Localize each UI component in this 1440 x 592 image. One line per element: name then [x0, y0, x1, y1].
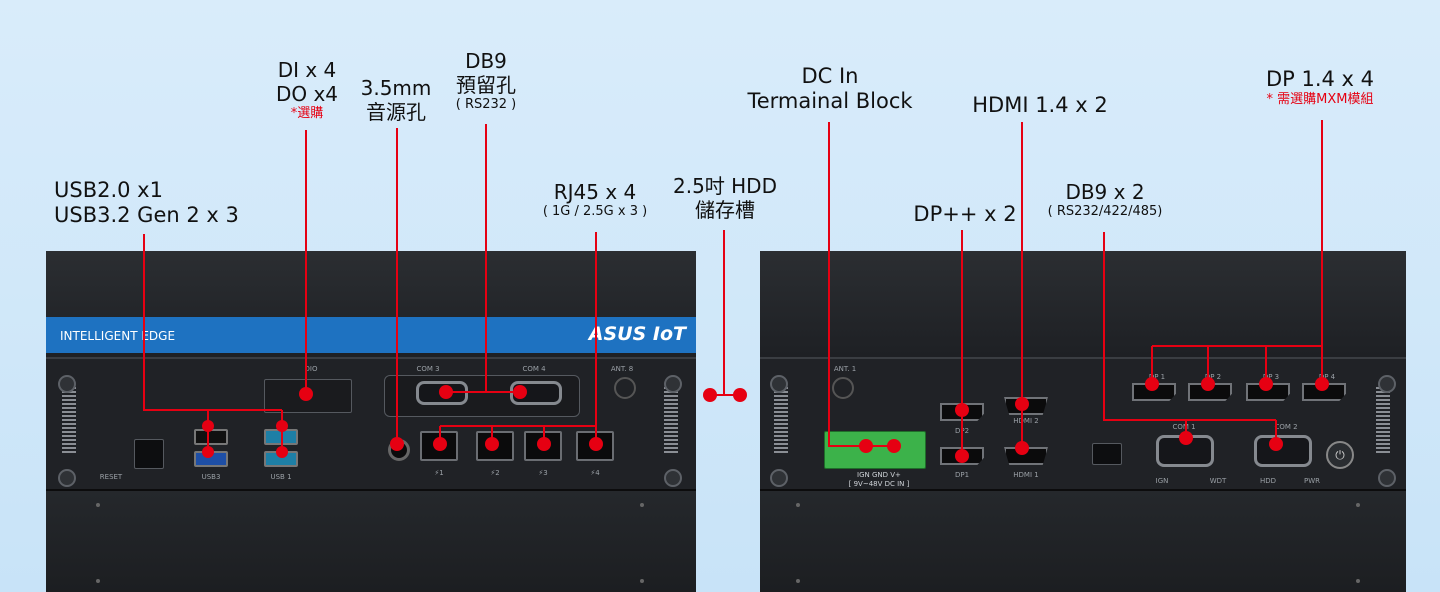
asus-iot-logo: ASUS IoT [588, 323, 686, 345]
terminal-label: IGN GND V+ [857, 471, 901, 479]
db9x2-note: ( RS232/422/485) [1047, 204, 1163, 219]
left-front-panel: DIO COM 3 COM 4 ANT. 8 RESET USB3 USB 1 … [46, 357, 696, 491]
antenna-port[interactable] [614, 377, 636, 399]
rj45-label-line1: RJ45 x 4 [553, 180, 637, 204]
dc-terminal-block[interactable] [824, 431, 926, 469]
lan1-text: ⚡1 [434, 469, 444, 477]
com4-text: COM 4 [522, 365, 546, 373]
db9x2-label: DB9 x 2 ( RS232/422/485) [1030, 180, 1180, 220]
screw [58, 375, 76, 393]
hdmi-label: HDMI 1.4 x 2 [972, 93, 1108, 117]
mxm-dp1-text: DP 1 [1148, 373, 1166, 381]
dp-mxm-label-line1: DP 1.4 x 4 [1265, 67, 1375, 91]
usb3-text: USB3 [201, 473, 221, 481]
dot [796, 579, 800, 583]
screw [58, 469, 76, 487]
lan3-text: ⚡3 [538, 469, 548, 477]
pwr-text: PWR [1303, 477, 1320, 485]
com1-text: COM 1 [1172, 423, 1196, 431]
dp-mxm-note: * 需選購MXM模組 [1266, 92, 1374, 108]
dio-text: DIO [304, 365, 318, 373]
rj45-note: ( 1G / 2.5G x 3 ) [542, 204, 648, 219]
hdd-label-line2: 儲存槽 [695, 198, 755, 222]
com2-text: COM 2 [1274, 423, 1298, 431]
screw [664, 375, 682, 393]
screw [1378, 375, 1396, 393]
hdd-label: 2.5吋 HDD 儲存槽 [660, 174, 790, 222]
left-vent-b [664, 387, 678, 453]
dot [640, 503, 644, 507]
usb-label-line2: USB3.2 Gen 2 x 3 [54, 203, 239, 228]
lan2-text: ⚡2 [490, 469, 500, 477]
reset-button[interactable] [134, 439, 164, 469]
ign-text: IGN [1155, 477, 1169, 485]
screw [770, 469, 788, 487]
dio-note: *選購 [290, 106, 324, 121]
ant8-text: ANT. 8 [610, 365, 634, 373]
right-vent-b [1376, 387, 1390, 453]
dp-mxm-label: DP 1.4 x 4 * 需選購MXM模組 [1250, 67, 1390, 108]
audio-label-line1: 3.5mm [360, 76, 432, 100]
rj45-label: RJ45 x 4 ( 1G / 2.5G x 3 ) [530, 180, 660, 220]
power-button[interactable]: ⏻ [1326, 441, 1354, 469]
left-base [46, 491, 696, 592]
audio-label-line2: 音源孔 [366, 100, 426, 124]
dio-label-line1: DI x 4 [277, 58, 337, 82]
com3-text: COM 3 [416, 365, 440, 373]
dcin-label-line1: DC In [801, 64, 859, 88]
dot [96, 503, 100, 507]
screw [770, 375, 788, 393]
terminal-range: [ 9V~48V DC IN ] [848, 480, 910, 488]
com4-port[interactable] [510, 381, 562, 405]
right-device-top [760, 251, 1406, 359]
band-text: INTELLIGENT EDGE [60, 329, 176, 343]
hdd-label-line1: 2.5吋 HDD [672, 174, 777, 198]
usb-label: USB2.0 x1 USB3.2 Gen 2 x 3 [54, 178, 239, 228]
hdmi1-text: HDMI 1 [1013, 471, 1039, 479]
dot [96, 579, 100, 583]
db9-label-line1: DB9 [465, 49, 507, 73]
audio-label: 3.5mm 音源孔 [356, 76, 436, 124]
left-band: INTELLIGENT EDGE ASUS IoT [46, 317, 696, 353]
wdt-text: WDT [1209, 477, 1227, 485]
db9-label-line2: 預留孔 [456, 73, 516, 97]
mxm-dp4-text: DP 4 [1318, 373, 1336, 381]
dot [1356, 503, 1360, 507]
dot [796, 503, 800, 507]
hdmi2-text: HDMI 2 [1013, 417, 1039, 425]
left-vent-a [62, 387, 76, 453]
dcin-label: DC In Termainal Block [730, 64, 930, 114]
screw [1378, 469, 1396, 487]
antenna-port[interactable] [832, 377, 854, 399]
left-device: INTELLIGENT EDGE ASUS IoT DIO COM 3 COM … [46, 251, 696, 592]
hdd-text: HDD [1259, 477, 1277, 485]
right-front-panel: ANT. 1 IGN GND V+ [ 9V~48V DC IN ] DP2 D… [760, 357, 1406, 491]
lan4-text: ⚡4 [590, 469, 600, 477]
usb-label-line1: USB2.0 x1 [54, 178, 163, 202]
right-device: ANT. 1 IGN GND V+ [ 9V~48V DC IN ] DP2 D… [760, 251, 1406, 592]
reset-text: RESET [99, 473, 123, 481]
screw [664, 469, 682, 487]
mxm-dp3-text: DP 3 [1262, 373, 1280, 381]
dot [640, 579, 644, 583]
dppp-label: DP++ x 2 [913, 202, 1017, 226]
com2-port[interactable] [1254, 435, 1312, 467]
db9-note: ( RS232 ) [455, 97, 517, 112]
right-base [760, 491, 1406, 592]
right-vent-a [774, 387, 788, 453]
dio-label: DI x 4 DO x4 *選購 [272, 58, 342, 122]
db9x2-label-line1: DB9 x 2 [1065, 180, 1145, 204]
usb1-text: USB 1 [270, 473, 292, 481]
dio-label-line2: DO x4 [275, 82, 339, 106]
db9-reserved-label: DB9 預留孔 ( RS232 ) [446, 49, 526, 113]
dp1-text: DP1 [954, 471, 970, 479]
mxm-dp2-text: DP 2 [1204, 373, 1222, 381]
dot [1356, 579, 1360, 583]
dcin-label-line2: Termainal Block [747, 89, 913, 114]
ant1-text: ANT. 1 [833, 365, 857, 373]
ign-switch[interactable] [1092, 443, 1122, 465]
